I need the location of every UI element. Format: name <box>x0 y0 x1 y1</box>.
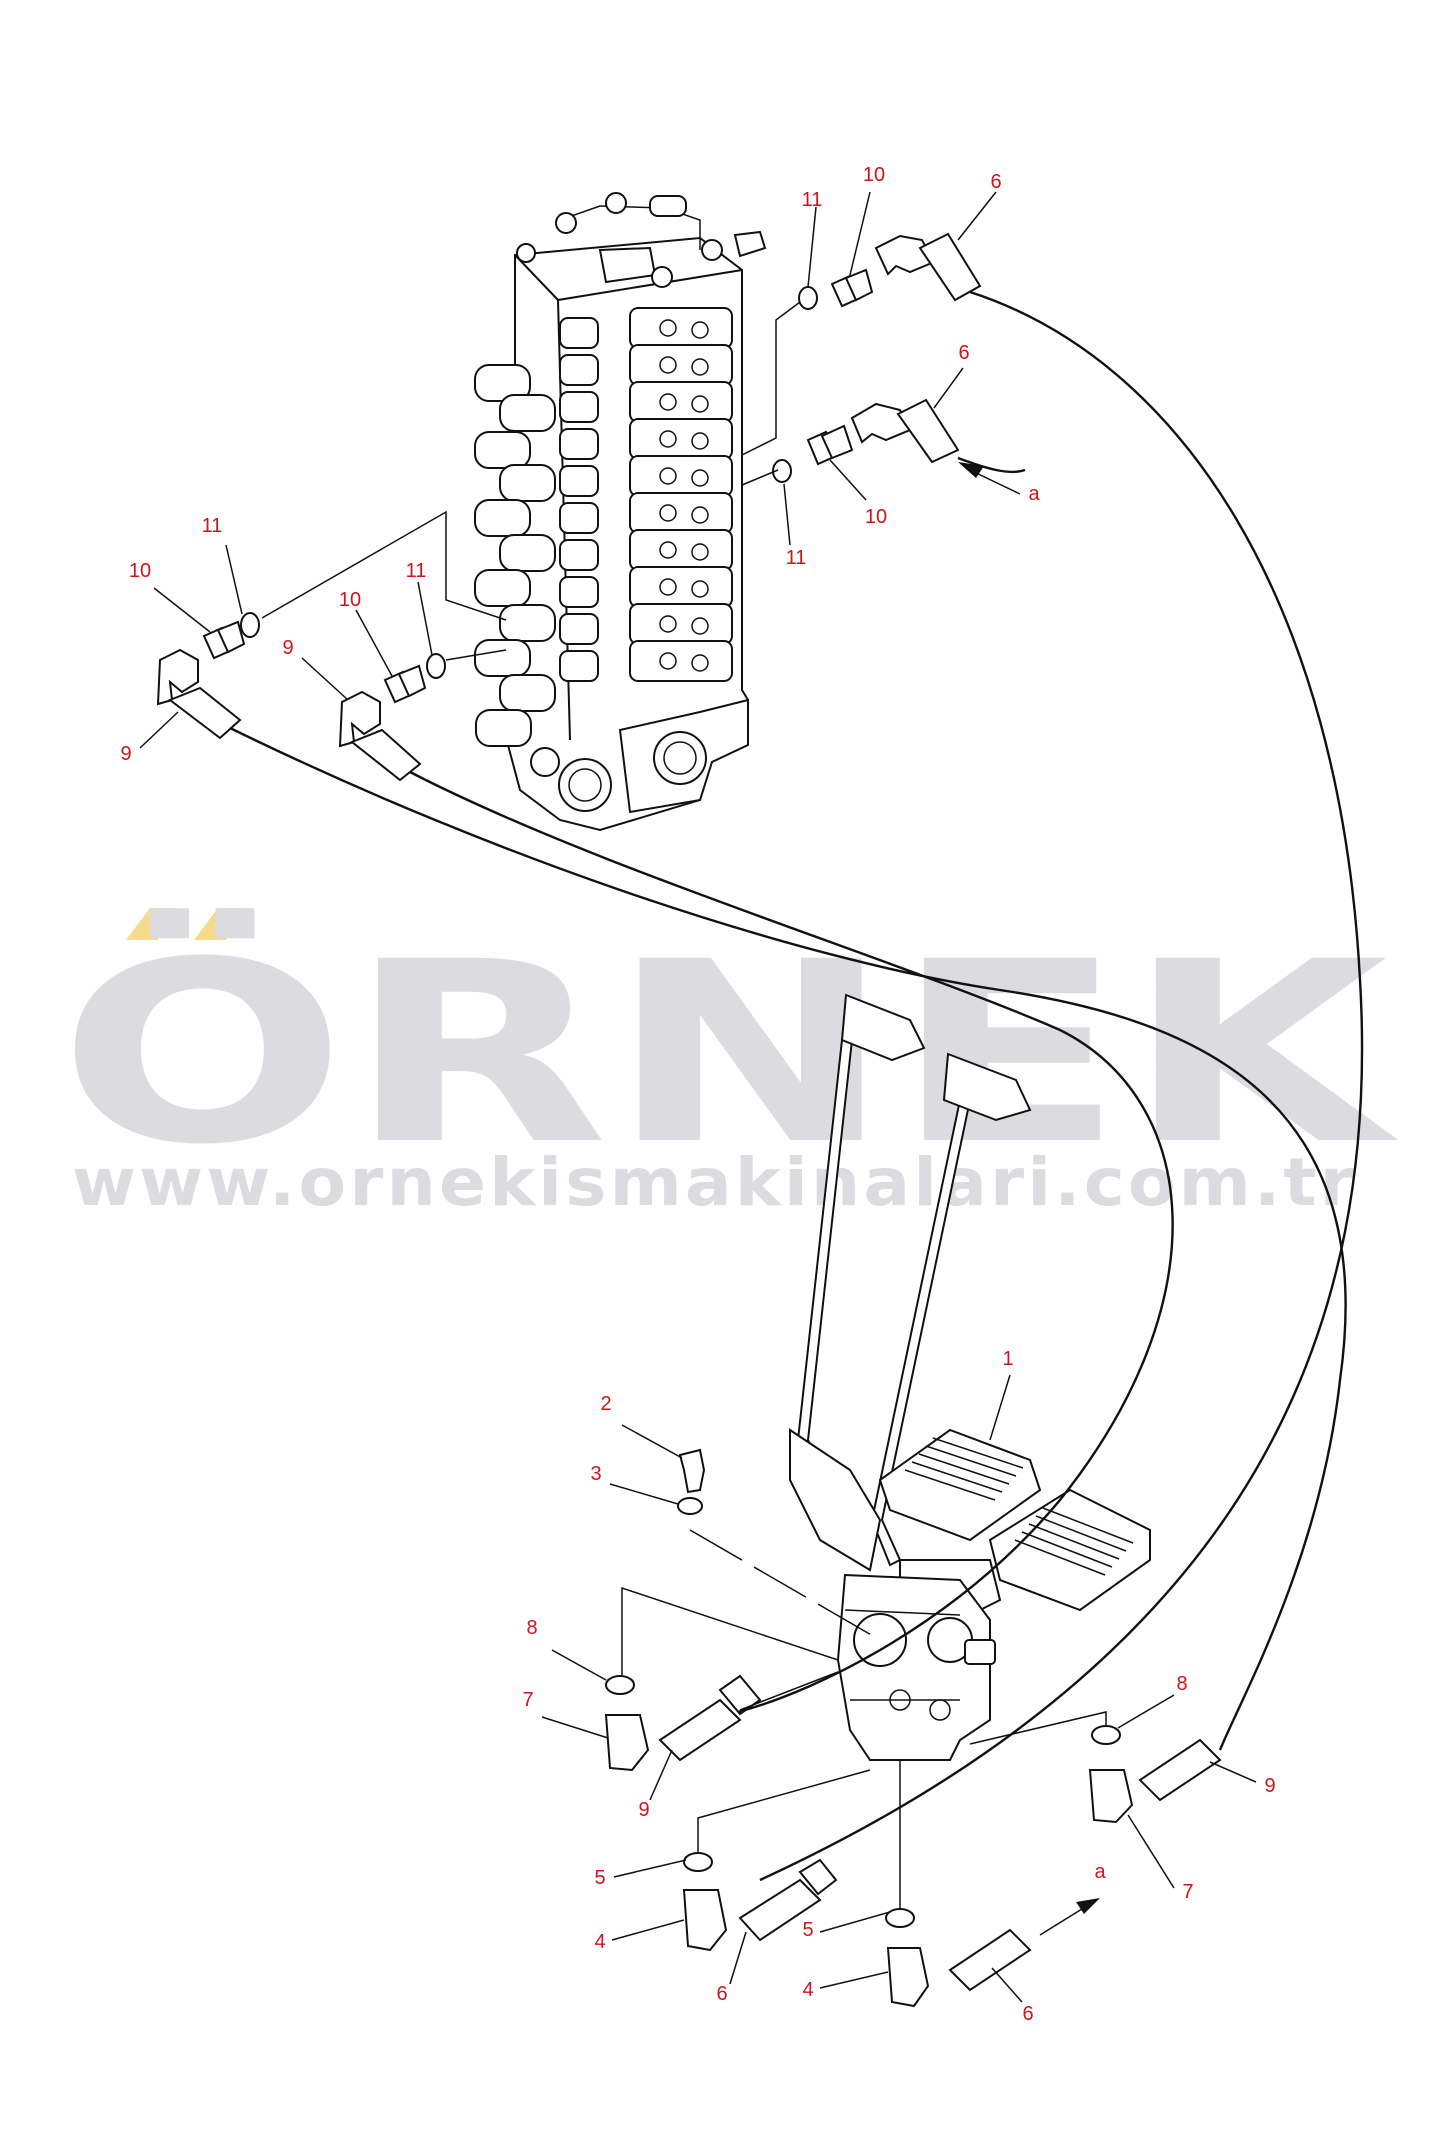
hose-end-9d <box>1138 1738 1222 1802</box>
callout-11: 11 <box>802 189 823 211</box>
callout-10: 10 <box>863 164 885 186</box>
arrow-a-bottom-head <box>1076 1898 1100 1914</box>
callout-10: 10 <box>129 560 151 582</box>
callout-1: 1 <box>1002 1348 1013 1370</box>
callout-5: 5 <box>594 1867 605 1889</box>
hose-9a-line <box>229 726 1347 1751</box>
elbow-4b <box>886 1947 930 2008</box>
washer-3 <box>677 1497 703 1515</box>
o-ring-8a <box>605 1675 635 1695</box>
callout-9: 9 <box>120 743 131 765</box>
callout-9: 9 <box>1264 1775 1275 1797</box>
elbow-4a <box>682 1889 728 1952</box>
o-ring-5a <box>683 1852 713 1872</box>
callout-a: a <box>1094 1861 1106 1883</box>
elbow-9a <box>156 648 199 706</box>
upper-right-fittings <box>741 232 982 486</box>
pilot-hoses <box>229 290 1364 1882</box>
pilot-valve-body <box>836 1573 991 1761</box>
callout-6: 6 <box>958 342 969 364</box>
callout-2: 2 <box>600 1393 611 1415</box>
callout-leaders <box>139 191 1257 2003</box>
hose-6a-line <box>759 290 1364 1882</box>
valve-ports <box>474 317 599 747</box>
callout-a: a <box>1028 483 1040 505</box>
callout-4: 4 <box>594 1931 605 1953</box>
callout-11: 11 <box>406 560 427 582</box>
valve-sections <box>629 307 733 682</box>
callout-8: 8 <box>526 1617 537 1639</box>
hose-end-9a <box>167 686 242 740</box>
hose-end-9c <box>658 1698 742 1762</box>
callout-8: 8 <box>1176 1673 1187 1695</box>
callout-9: 9 <box>282 637 293 659</box>
elbow-9b <box>338 690 381 748</box>
watermark-url: www.ornekismakinalari.com.tr <box>72 1144 1357 1221</box>
o-ring-11d <box>426 653 446 679</box>
callout-6: 6 <box>1022 2003 1033 2025</box>
watermark-accent-left <box>126 908 176 940</box>
hose-end-6c <box>738 1878 822 1942</box>
hose-end-6b <box>896 398 960 464</box>
callout-5: 5 <box>802 1919 813 1941</box>
travel-pilot-valve <box>677 993 1151 1761</box>
hose-end-6a <box>918 232 982 302</box>
arrow-a-top-head <box>958 462 984 478</box>
o-ring-5b <box>885 1908 915 1928</box>
watermark-brand: ÖRNEK <box>58 908 1399 1199</box>
callout-3: 3 <box>590 1463 601 1485</box>
callout-11: 11 <box>786 547 807 569</box>
watermark: ÖRNEK www.ornekismakinalari.com.tr <box>58 908 1399 1221</box>
callout-7: 7 <box>1182 1881 1193 1903</box>
watermark-accent-right <box>194 908 246 940</box>
callout-6: 6 <box>716 1983 727 2005</box>
callout-11: 11 <box>202 515 223 537</box>
callout-10: 10 <box>339 589 361 611</box>
lower-fittings <box>604 1586 1222 2008</box>
elbow-6b <box>850 402 912 444</box>
o-ring-11c <box>240 612 260 638</box>
callout-6: 6 <box>990 171 1001 193</box>
upper-left-fittings <box>156 510 507 782</box>
pedal-left <box>878 1428 1042 1542</box>
callout-7: 7 <box>522 1689 533 1711</box>
o-ring-11b <box>772 459 792 483</box>
o-ring-11a <box>798 286 818 310</box>
hose-end-6d <box>948 1928 1032 1992</box>
elbow-7b <box>1088 1769 1134 1824</box>
o-ring-8b <box>1091 1725 1121 1745</box>
elbow-6a <box>874 234 936 276</box>
hose-9b-line <box>409 770 1174 1714</box>
elbow-7a <box>604 1714 650 1772</box>
bolt-2 <box>678 1448 706 1494</box>
callout-10: 10 <box>865 506 887 528</box>
hose-end-9b <box>350 728 422 782</box>
control-valve <box>474 192 767 832</box>
hose-6b-line <box>957 456 1026 474</box>
callout-labels: 11 10 6 6 a 10 11 11 10 11 10 9 9 1 2 3 … <box>120 164 1275 2025</box>
callout-9: 9 <box>638 1799 649 1821</box>
callout-4: 4 <box>802 1979 813 2001</box>
